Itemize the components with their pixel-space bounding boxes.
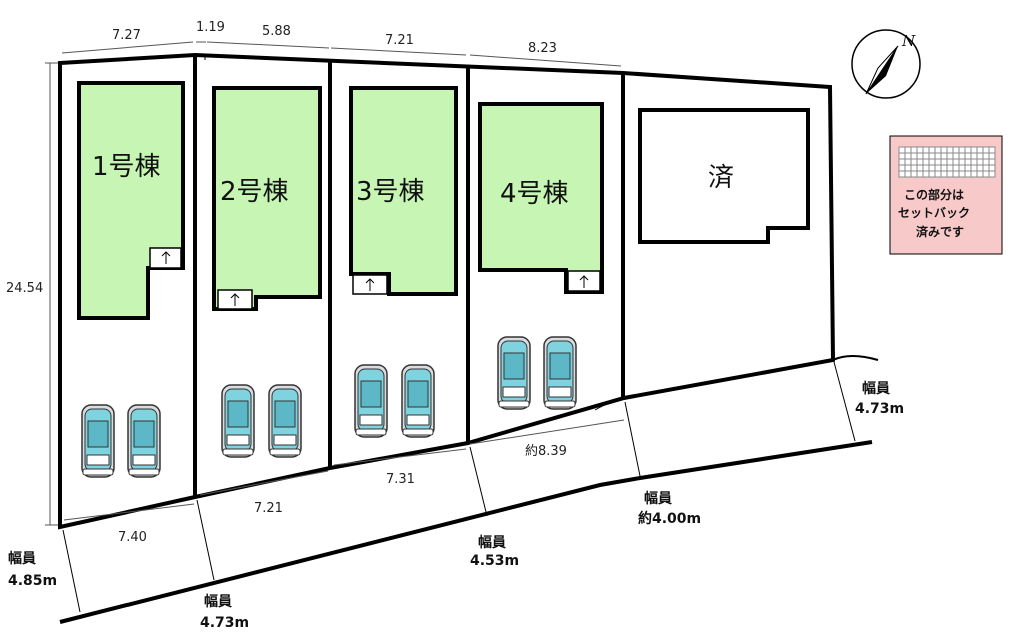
parking-cars — [81, 336, 577, 478]
entrance-marker — [149, 247, 182, 269]
entrance-marker — [567, 270, 601, 292]
car-icon — [543, 336, 577, 410]
building-footprint-3 — [349, 86, 458, 296]
car-icon — [81, 404, 115, 478]
road-edge — [832, 355, 879, 361]
depth-dimension: 24.54 — [6, 281, 43, 296]
road-width-value: 4.73m — [855, 401, 904, 417]
car-icon — [354, 364, 388, 438]
legend-text-line3: 済みです — [916, 224, 964, 239]
building-footprint-2 — [212, 86, 322, 311]
lot-label-4: 4号棟 — [500, 179, 569, 209]
frontage-top-2: 1.19 — [196, 20, 225, 35]
road-width-label: 幅員 — [8, 550, 36, 567]
road-width-value: 4.85m — [8, 573, 57, 589]
lot-label-2: 2号棟 — [220, 177, 289, 207]
setback-line — [594, 394, 646, 411]
frontage-bottom-3: 7.31 — [386, 472, 415, 487]
road-width-value: 約4.00m — [638, 510, 701, 527]
road-edge — [59, 440, 873, 624]
dimension-lines — [45, 41, 625, 526]
road-width-label: 幅員 — [862, 380, 890, 397]
lot-label-existing: 済 — [708, 163, 734, 193]
building-footprint-1 — [77, 81, 185, 320]
entrance-marker — [352, 274, 388, 295]
frontage-bottom-1: 7.40 — [118, 530, 147, 545]
compass-north-label: N — [901, 32, 916, 50]
frontage-top-5: 8.23 — [528, 41, 557, 56]
frontage-top-3: 5.88 — [262, 24, 291, 39]
car-icon — [497, 336, 531, 410]
building-footprint-existing — [638, 108, 810, 244]
compass-icon: N — [851, 29, 921, 99]
lot-label-1: 1号棟 — [92, 152, 161, 182]
lot-label-3: 3号棟 — [356, 177, 425, 207]
building-footprint-4 — [478, 102, 604, 294]
entrance-marker — [217, 289, 253, 310]
frontage-top-1: 7.27 — [112, 28, 141, 43]
car-icon — [268, 384, 302, 458]
frontage-bottom-4: 約8.39 — [525, 444, 567, 459]
setback-legend: この部分は セットバック 済みです — [889, 135, 1003, 255]
frontage-bottom-2: 7.21 — [254, 501, 283, 516]
legend-text-line1: この部分は — [904, 187, 964, 202]
setback-hatch-icon — [898, 146, 996, 178]
frontage-top-4: 7.21 — [385, 33, 414, 48]
road-width-label: 幅員 — [478, 534, 506, 551]
car-icon — [221, 384, 255, 458]
car-icon — [127, 404, 161, 478]
car-icon — [401, 364, 435, 438]
road-width-value: 4.53m — [470, 553, 519, 569]
road-width-value: 4.73m — [200, 615, 249, 631]
legend-text-line2: セットバック — [898, 206, 970, 220]
road-width-label: 幅員 — [204, 593, 232, 610]
road-width-label: 幅員 — [644, 490, 672, 507]
road-width-arrows — [62, 361, 856, 613]
